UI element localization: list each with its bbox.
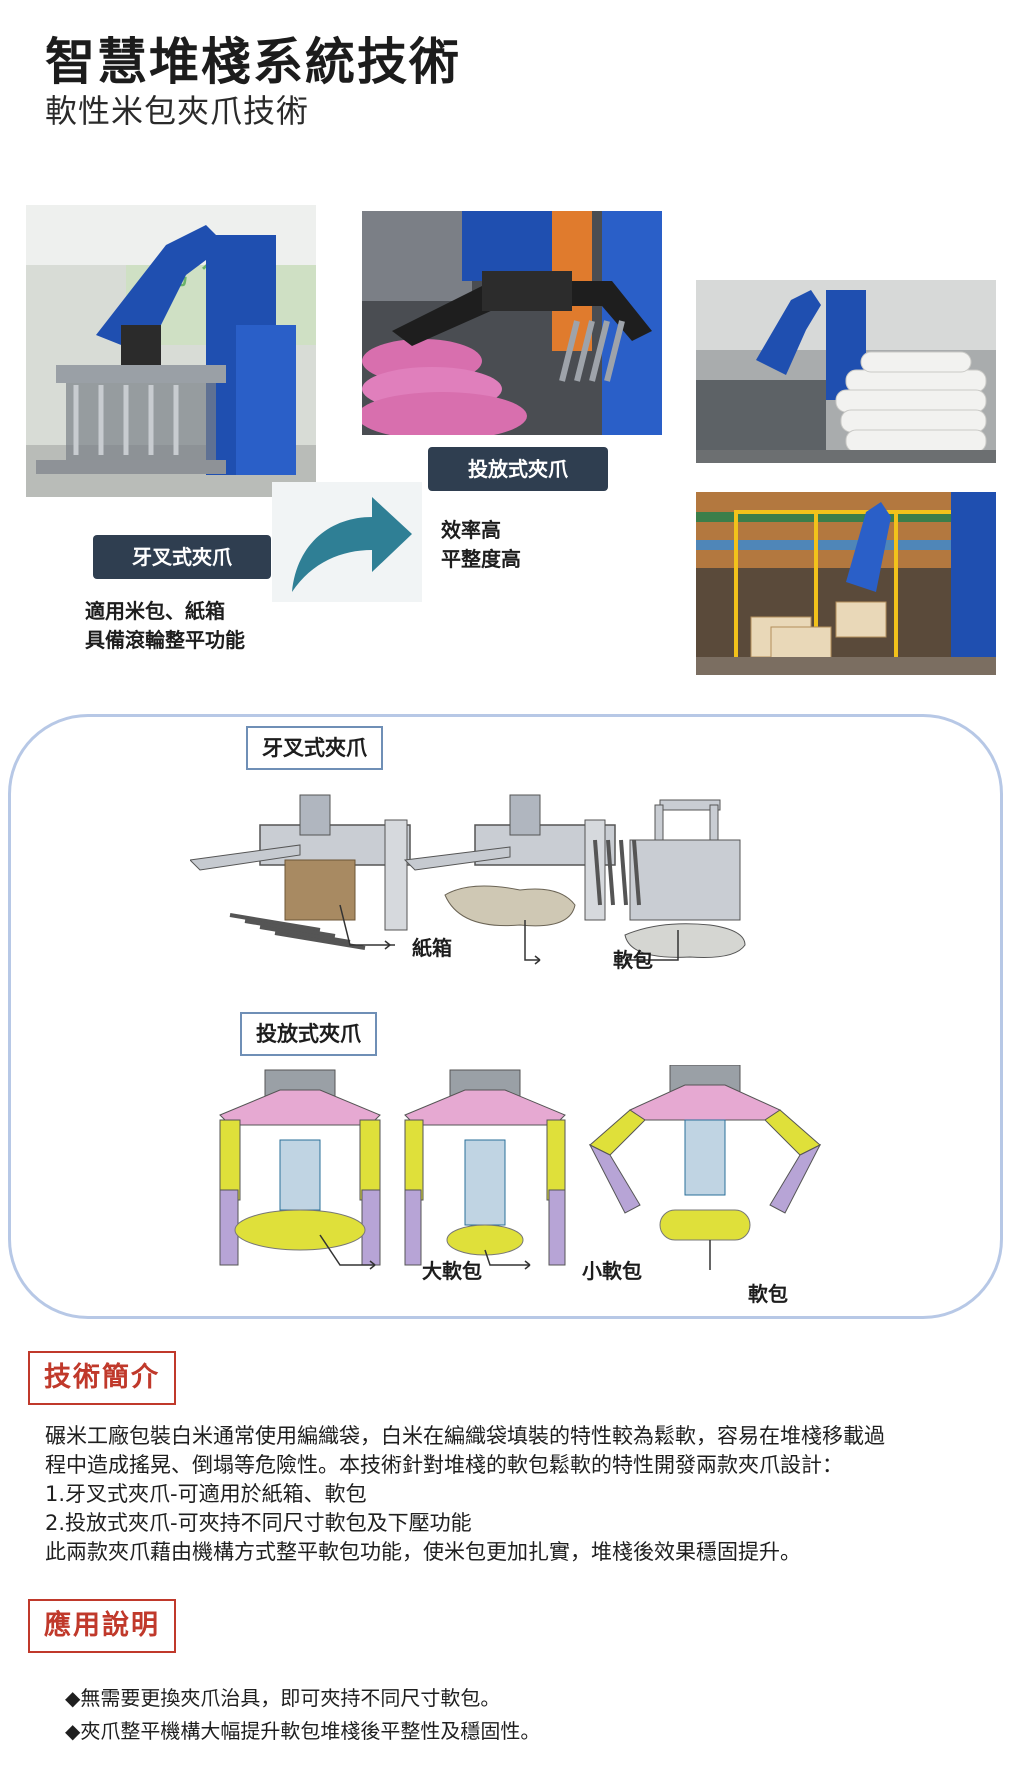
fork-gripper-badge: 牙叉式夾爪	[93, 535, 271, 579]
intro-line: 程中造成搖晃、倒塌等危險性。本技術針對堆棧的軟包鬆軟的特性開發兩款夾爪設計：	[45, 1453, 843, 1477]
gripper-diagram-frame	[8, 714, 1003, 1319]
intro-line: 1.牙叉式夾爪-可適用於紙箱、軟包	[45, 1482, 367, 1506]
application-bullet: ◆無需要更換夾爪治具，即可夾持不同尺寸軟包。	[65, 1686, 501, 1710]
intro-heading: 技術簡介	[28, 1351, 176, 1405]
curved-arrow-icon	[272, 482, 422, 602]
rice-bag-stack-photo	[696, 280, 996, 463]
fork-gripper-desc-line: 具備滾輪整平功能	[85, 628, 245, 652]
soft-pack-callout-2: 軟包	[748, 1282, 788, 1306]
drop-gripper-desc-line: 平整度高	[441, 547, 521, 571]
drop-gripper-badge: 投放式夾爪	[428, 447, 608, 491]
carton-pallet-photo	[696, 492, 996, 675]
drop-gripper-diagram-label: 投放式夾爪	[240, 1012, 377, 1056]
application-heading: 應用說明	[28, 1599, 176, 1653]
drop-gripper-description: 效率高 平整度高	[441, 516, 521, 574]
intro-body: 碾米工廠包裝白米通常使用編織袋，白米在編織袋填裝的特性較為鬆軟，容易在堆棧移載過…	[45, 1422, 1005, 1567]
fork-gripper-cad-drawings	[190, 785, 830, 985]
intro-line: 碾米工廠包裝白米通常使用編織袋，白米在編織袋填裝的特性較為鬆軟，容易在堆棧移載過	[45, 1424, 885, 1448]
page-subtitle: 軟性米包夾爪技術	[45, 92, 310, 130]
fork-gripper-desc-line: 適用米包、紙箱	[85, 599, 225, 623]
drop-gripper-desc-line: 效率高	[441, 518, 501, 542]
page-title: 智慧堆棧系統技術	[45, 33, 461, 91]
soft-pack-callout: 軟包	[613, 948, 653, 972]
fork-gripper-diagram-label: 牙叉式夾爪	[246, 726, 383, 770]
application-bullet: ◆夾爪整平機構大幅提升軟包堆棧後平整性及穩固性。	[65, 1719, 541, 1743]
fork-gripper-description: 適用米包、紙箱 具備滾輪整平功能	[85, 597, 245, 655]
large-soft-pack-callout: 大軟包	[422, 1259, 482, 1283]
intro-line: 此兩款夾爪藉由機構方式整平軟包功能，使米包更加扎實，堆棧後效果穩固提升。	[45, 1540, 801, 1564]
small-soft-pack-callout: 小軟包	[582, 1259, 642, 1283]
drop-gripper-cad-drawings	[200, 1065, 870, 1270]
fork-gripper-robot-photo: 第 包	[26, 205, 316, 497]
carton-callout: 紙箱	[412, 936, 452, 960]
intro-line: 2.投放式夾爪-可夾持不同尺寸軟包及下壓功能	[45, 1511, 472, 1535]
drop-gripper-photo	[362, 211, 662, 435]
